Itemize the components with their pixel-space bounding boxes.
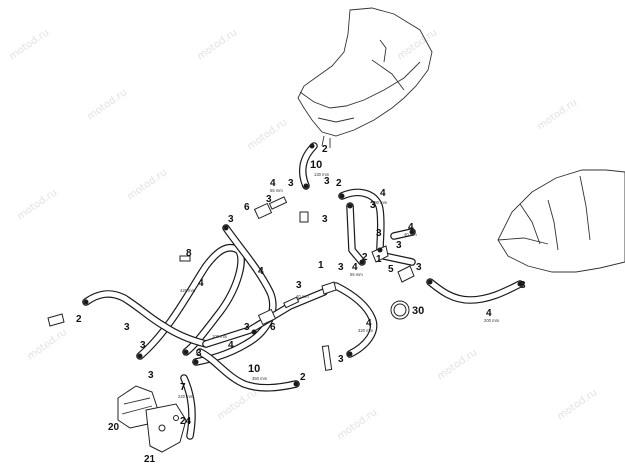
part-label-3: 3 (322, 214, 328, 225)
dimension-label: 320 mm (358, 328, 374, 333)
part-label-2: 2 (300, 372, 306, 383)
left-connector (47, 313, 65, 327)
part-label-3: 3 (296, 280, 302, 291)
part-label-3: 3 (124, 322, 130, 333)
clamp-marks (83, 143, 523, 387)
watermark-text: motod.ru (335, 407, 379, 442)
part-label-6: 6 (270, 322, 276, 333)
watermark-text: motod.ru (195, 27, 239, 62)
part-label-20: 20 (108, 422, 120, 433)
pump-assembly (117, 385, 187, 453)
part-label-4: 4 (366, 318, 372, 329)
watermark-text: motod.ru (395, 27, 439, 62)
dimension-label: 425 mm (180, 288, 196, 293)
part-label-3: 3 (416, 262, 422, 273)
part-label-3: 3 (338, 354, 344, 365)
part-label-6: 6 (244, 202, 250, 213)
part-label-3: 3 (324, 176, 330, 187)
part-8-clip (179, 255, 191, 262)
part-label-3: 3 (244, 322, 250, 333)
part-label-3: 3 (140, 340, 146, 351)
watermark-text: motod.ru (85, 87, 129, 122)
part-label-24: 24 (180, 416, 192, 427)
part-label-3: 3 (148, 370, 154, 381)
fuel-filter-lower (257, 308, 277, 326)
part-label-5: 5 (388, 264, 394, 275)
sensor-fitting (321, 345, 333, 371)
part-label-8: 8 (186, 248, 192, 259)
pump-bracket (145, 403, 187, 453)
part-label-30: 30 (412, 305, 424, 317)
part-label-21: 21 (144, 454, 156, 465)
part-label-3: 3 (196, 348, 202, 359)
dimension-label: 65 mm (350, 272, 363, 277)
fittings-group (47, 196, 415, 371)
watermark-text: motod.ru (535, 97, 579, 132)
part-label-4: 4 (270, 178, 276, 189)
part-label-2: 2 (76, 314, 82, 325)
part-label-3: 3 (228, 214, 234, 225)
dimension-label: 40 mm (296, 294, 309, 299)
part-label-3: 3 (396, 240, 402, 251)
part-label-10: 10 (248, 363, 260, 375)
watermark-text: motod.ru (435, 347, 479, 382)
dimension-label: 220 mm (178, 394, 194, 399)
watermark-text: motod.ru (7, 27, 51, 62)
dimension-label: 130 mm (314, 172, 330, 177)
frame-housing-drawing (497, 169, 625, 273)
tee-fitting-lower (321, 281, 337, 295)
part-label-4: 4 (258, 266, 264, 277)
watermark-text: motod.ru (15, 187, 59, 222)
part-label-1: 1 (318, 260, 324, 271)
watermark-text: motod.ru (245, 117, 289, 152)
dimension-label: 590 mm (372, 200, 388, 205)
part-label-10: 10 (310, 159, 322, 171)
part-label-4: 4 (408, 222, 414, 233)
dimension-label: 350 mm (252, 376, 268, 381)
watermark-text: motod.ru (25, 327, 69, 362)
small-connector (299, 211, 309, 223)
part-labels: 2 10 130 mm 3 2 4 55 mm 3 3 6 3 3 4 590 … (76, 144, 526, 465)
part-label-3: 3 (376, 228, 382, 239)
part-label-3: 3 (288, 178, 294, 189)
watermark-text: motod.ru (125, 167, 169, 202)
dimension-label: 100 mm (212, 334, 228, 339)
part-label-3: 3 (266, 194, 272, 205)
part-label-7: 7 (180, 382, 186, 393)
engine-housing-drawing (297, 7, 433, 148)
part-label-3: 3 (370, 200, 376, 211)
part-label-1: 1 (376, 254, 382, 265)
watermark-text: motod.ru (215, 387, 259, 422)
part-label-2: 2 (336, 178, 342, 189)
dimension-label: 40 mm (404, 232, 417, 237)
watermark-text: motod.ru (555, 387, 599, 422)
part-label-4: 4 (228, 340, 234, 351)
fuel-filter-upper (253, 202, 273, 220)
dimension-label: 200 mm (484, 318, 500, 323)
part-label-3: 3 (338, 262, 344, 273)
part-label-4: 4 (198, 278, 204, 289)
part-label-3: 3 (520, 280, 526, 291)
part-label-4: 4 (380, 188, 386, 199)
part-label-4: 4 (352, 262, 358, 273)
dimension-label: 55 mm (270, 188, 283, 193)
part-label-4: 4 (486, 308, 492, 319)
part-label-2: 2 (322, 144, 328, 155)
part-label-2: 2 (362, 252, 368, 263)
